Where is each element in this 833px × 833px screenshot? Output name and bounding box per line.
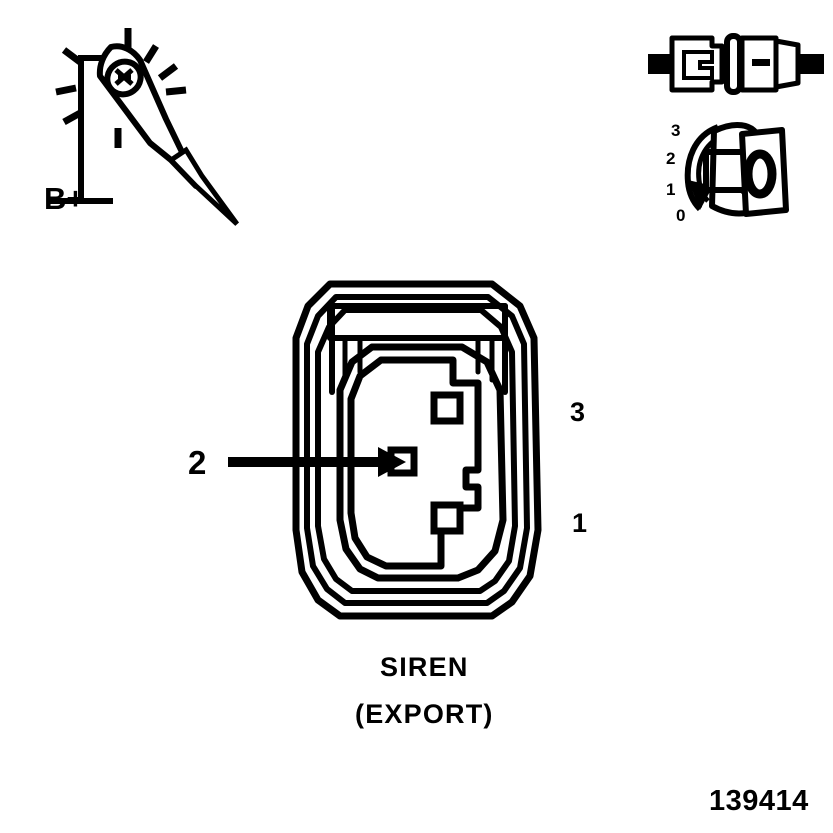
rotary-position-0-label: 0 bbox=[676, 206, 686, 225]
dial-center-zero-icon bbox=[743, 149, 777, 199]
bulb-filament-icon bbox=[114, 68, 134, 86]
housing-outer-edge-icon bbox=[292, 280, 542, 620]
glow-rays-icon bbox=[55, 28, 187, 148]
housing-second-contour-icon bbox=[304, 294, 530, 606]
bulb-icon bbox=[104, 58, 144, 98]
callout-arrow-icon bbox=[228, 447, 406, 477]
female-connector-rear-icon bbox=[773, 38, 801, 90]
left-wire-stub-icon bbox=[648, 54, 674, 74]
rotary-position-1-label: 1 bbox=[666, 180, 676, 199]
side-label-1: 1 bbox=[572, 508, 588, 538]
rotary-position-2-label: 2 bbox=[666, 149, 676, 168]
caption-title: SIREN bbox=[380, 652, 469, 682]
pin-cavity-3 bbox=[430, 391, 464, 425]
probe-tip-icon bbox=[167, 146, 240, 226]
pin-cavity-group bbox=[387, 391, 464, 535]
connector-slot-icon bbox=[752, 59, 770, 66]
rotary-position-3-label: 3 bbox=[671, 121, 681, 140]
figure-number: 139414 bbox=[709, 785, 809, 817]
callout-label-2: 2 bbox=[188, 444, 207, 481]
side-label-3: 3 bbox=[570, 397, 586, 427]
right-wire-stub-icon bbox=[798, 54, 824, 74]
male-latch-detail-icon bbox=[682, 50, 714, 80]
bplus-label: B+ bbox=[44, 181, 85, 216]
caption-subtitle: (EXPORT) bbox=[355, 699, 494, 729]
pin-cavity-1 bbox=[430, 501, 464, 535]
